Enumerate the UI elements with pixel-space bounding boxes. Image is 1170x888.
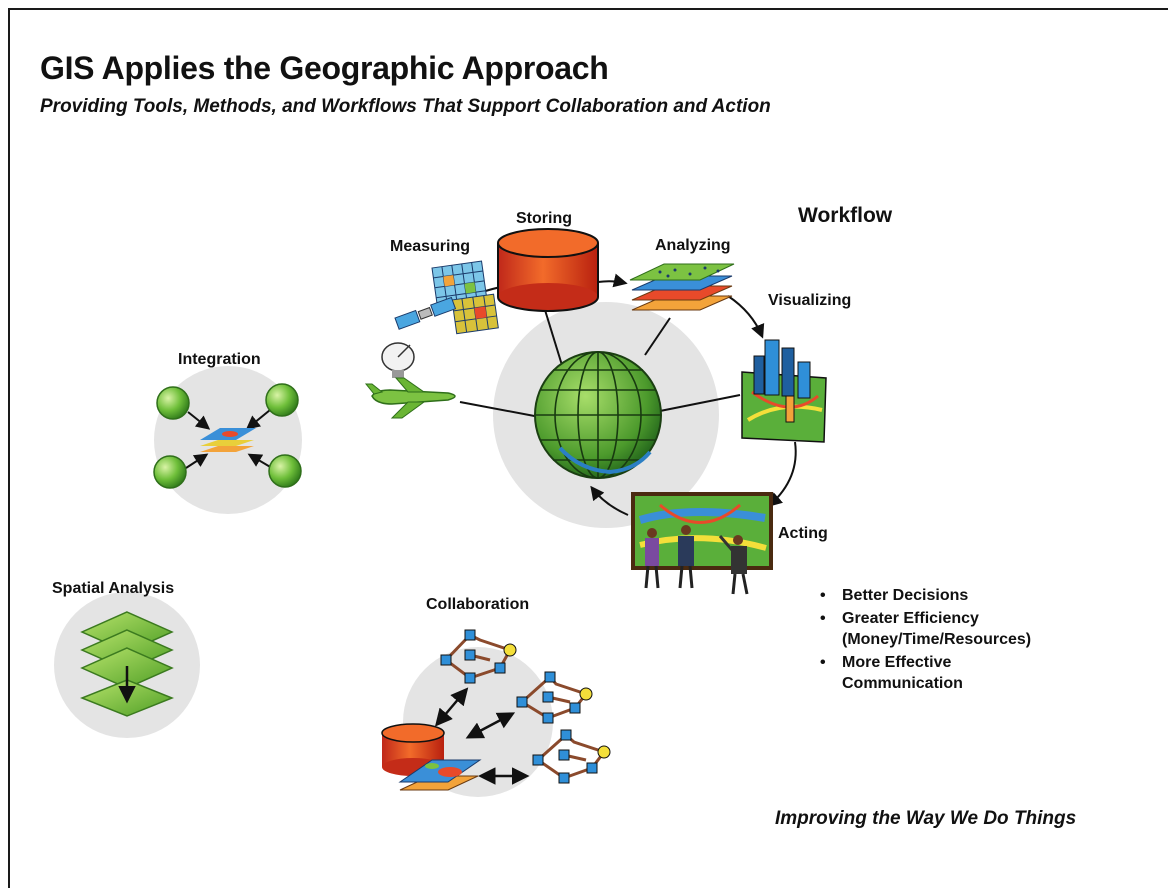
benefit-item: Greater Efficiency (Money/Time/Resources… xyxy=(816,608,1031,650)
airplane-icon xyxy=(364,377,456,419)
person-icon xyxy=(718,535,749,595)
green-ball-icon xyxy=(153,455,187,489)
presentation-board-icon xyxy=(631,492,773,595)
benefit-text: More Effective xyxy=(842,654,952,671)
benefits-list: Better Decisions Greater Efficiency (Mon… xyxy=(816,585,1031,696)
step-label-measuring: Measuring xyxy=(390,238,471,255)
collaboration-group xyxy=(381,629,611,797)
section-label-collaboration: Collaboration xyxy=(426,596,530,613)
spatial-analysis-group xyxy=(54,592,200,738)
network-icon xyxy=(516,671,593,724)
step-label-storing: Storing xyxy=(516,210,572,227)
step-label-analyzing: Analyzing xyxy=(655,237,731,254)
benefit-text: Greater Efficiency xyxy=(842,610,979,627)
globe-icon xyxy=(534,351,662,479)
green-ball-icon xyxy=(156,386,190,420)
network-icon xyxy=(440,629,517,684)
integration-group xyxy=(153,366,302,514)
benefit-text: (Money/Time/Resources) xyxy=(842,631,1032,648)
image-grid-icon xyxy=(451,293,499,335)
person-icon xyxy=(678,525,694,589)
benefit-text: Better Decisions xyxy=(842,587,969,604)
green-ball-icon xyxy=(268,454,302,488)
network-icon xyxy=(532,729,611,784)
page-title: GIS Applies the Geographic Approach xyxy=(40,50,609,86)
analysis-layers-icon xyxy=(629,263,735,311)
step-label-visualizing: Visualizing xyxy=(768,292,852,309)
page-subtitle: Providing Tools, Methods, and Workflows … xyxy=(40,96,771,117)
green-ball-icon xyxy=(265,383,299,417)
step-label-acting: Acting xyxy=(778,525,828,542)
workflow-heading: Workflow xyxy=(798,204,893,227)
measuring-sensors xyxy=(364,260,499,419)
satellite-dish-icon xyxy=(381,342,415,378)
person-icon xyxy=(644,528,660,589)
database-icon xyxy=(381,723,445,776)
map-layers-icon xyxy=(200,428,256,452)
slide-frame xyxy=(8,8,1168,888)
section-label-spatial-analysis: Spatial Analysis xyxy=(52,580,175,597)
satellite-icon xyxy=(394,296,457,330)
benefit-item: Better Decisions xyxy=(816,585,1031,606)
section-label-integration: Integration xyxy=(178,351,261,368)
city-map-icon xyxy=(741,339,827,443)
database-icon xyxy=(497,228,599,312)
benefit-item: More Effective Communication xyxy=(816,652,1031,694)
footer-tagline: Improving the Way We Do Things xyxy=(775,808,1077,829)
benefit-text: Communication xyxy=(842,675,963,692)
map-layers-icon xyxy=(398,759,482,791)
